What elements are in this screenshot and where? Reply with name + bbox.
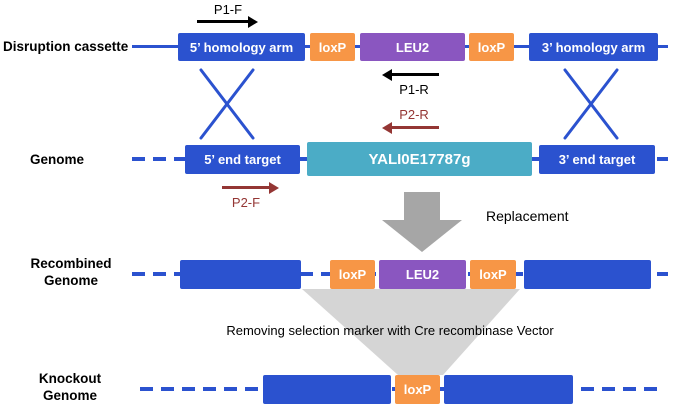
three-prime-homology-arm-box: 3’ homology arm <box>529 33 658 61</box>
p2r-primer-label: P2-R <box>399 107 429 122</box>
p1r-primer-arrow-icon <box>391 73 439 76</box>
p2f-primer-label: P2-F <box>231 195 261 210</box>
recombined-row-label: Recombined Genome <box>30 256 112 288</box>
cre-excision-funnel-shape <box>302 289 520 375</box>
genome-row-label: Genome <box>30 152 85 167</box>
cassette-row-label: Disruption cassette <box>3 39 129 54</box>
three-prime-end-target-box: 3’ end target <box>539 145 655 174</box>
knockout-right-flank-box <box>444 375 573 404</box>
p2f-primer-arrow-icon <box>222 186 270 189</box>
loxp-right-recombined-box: loxP <box>470 260 516 289</box>
loxp-right-cassette-box: loxP <box>469 33 514 61</box>
p2r-primer-arrow-icon <box>391 126 439 129</box>
crossover-right-icon <box>563 68 619 140</box>
loxp-knockout-box: loxP <box>395 375 440 404</box>
recombined-right-flank-box <box>524 260 651 289</box>
loxp-left-recombined-box: loxP <box>330 260 375 289</box>
knockout-left-flank-box <box>263 375 391 404</box>
leu2-recombined-box: LEU2 <box>379 260 466 289</box>
p1f-primer-label: P1-F <box>213 2 243 17</box>
loxp-left-cassette-box: loxP <box>310 33 355 61</box>
replacement-down-arrow-icon <box>382 192 462 252</box>
p1r-primer-label: P1-R <box>399 82 429 97</box>
five-prime-homology-arm-box: 5’ homology arm <box>178 33 305 61</box>
knockout-row-label: Knockout Genome <box>38 371 102 403</box>
p1f-primer-arrow-icon <box>197 20 249 23</box>
five-prime-end-target-box: 5’ end target <box>185 145 300 174</box>
replacement-label: Replacement <box>486 208 569 224</box>
cre-recombinase-label: Removing selection marker with Cre recom… <box>226 323 554 338</box>
recombined-left-flank-box <box>180 260 301 289</box>
crossover-left-icon <box>199 68 255 140</box>
target-gene-box: YALI0E17787g <box>307 142 532 176</box>
leu2-cassette-box: LEU2 <box>360 33 465 61</box>
